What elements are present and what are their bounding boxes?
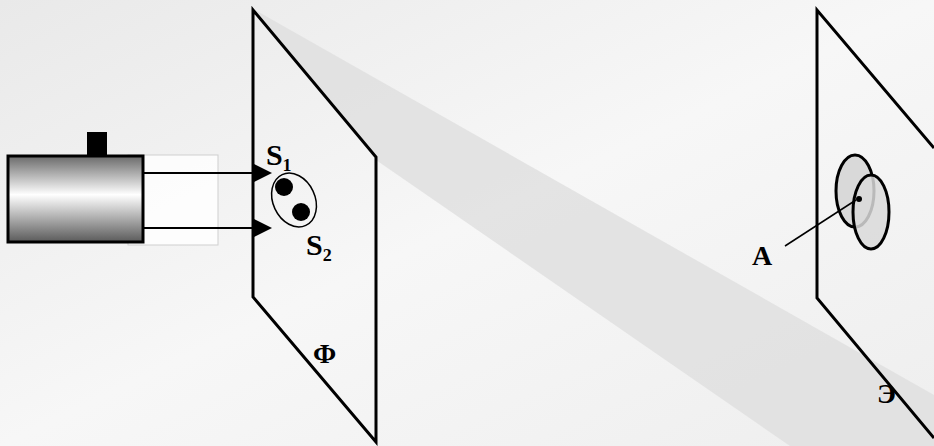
- beam-ray: [143, 172, 258, 174]
- light-cone: [255, 10, 934, 446]
- source-knob: [87, 132, 107, 156]
- light-source: [8, 156, 143, 242]
- beam-ray: [143, 227, 258, 229]
- slit-label: S₁: [266, 140, 292, 170]
- slit-label: S₂: [306, 230, 332, 260]
- screen-phi: [253, 10, 376, 442]
- slit-s1: [275, 178, 293, 196]
- slit-s2: [292, 203, 310, 221]
- light-spot: [853, 175, 889, 249]
- leader-line: [785, 200, 856, 246]
- arrowhead: [254, 219, 272, 237]
- screen-e: [817, 10, 934, 438]
- point-label: A: [752, 242, 772, 270]
- screen-label: Φ: [313, 340, 336, 368]
- point-a: [856, 196, 862, 202]
- slit-outline: [263, 166, 325, 235]
- screen-label: Э: [877, 380, 896, 408]
